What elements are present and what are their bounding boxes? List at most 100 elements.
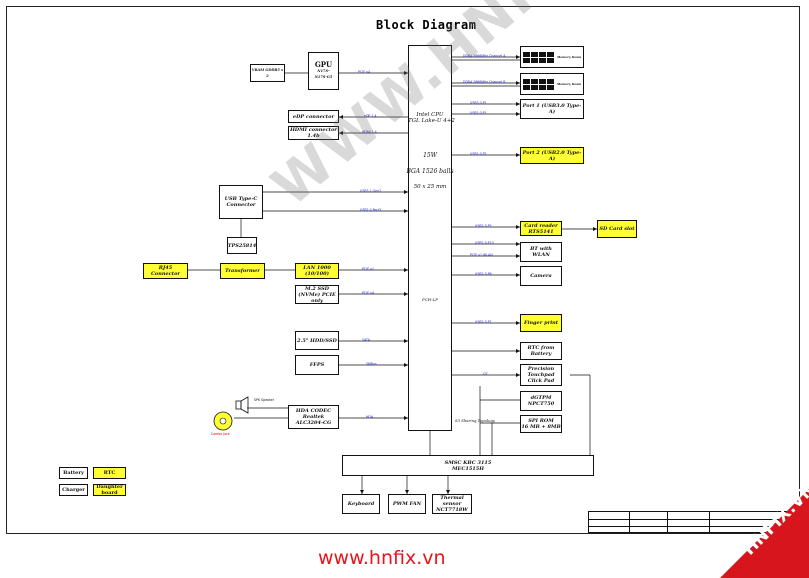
usb30-port-label: Port 1 (USB3.0 Type-A) (522, 103, 582, 115)
cpu-block (408, 45, 452, 431)
gpu-sub2: N17S-G5 (314, 75, 333, 79)
keyboard-label: Keyboard (347, 501, 375, 507)
gsensor-block: FFPS (295, 355, 339, 375)
net-label: USB3.1 Gen2 (360, 189, 382, 193)
net-label: PCIE x1 WLAN (470, 253, 493, 257)
legend-rtc: RTC (93, 467, 126, 479)
net-label: USB2.0 P5 (475, 224, 492, 228)
edp-label: eDP connector (292, 113, 335, 120)
legend-charger: Charger (59, 484, 88, 496)
thermal-block: Thermal sensor NCT7718W (432, 494, 472, 514)
spi-rom-label2: 16 MB + 8MB (521, 424, 561, 430)
gpu-sub1: N17S- (317, 69, 330, 73)
hnfix-logo: HNFIX.VN (720, 479, 809, 578)
cpu-size: 50 x 25 mm (413, 184, 447, 190)
memory-bottom-block: Memory Down (520, 73, 584, 95)
net-label: USB2.0 P2 (470, 152, 487, 156)
usb30-port-block: Port 1 (USB3.0 Type-A) (520, 99, 584, 119)
typec-block: USB Type-C Connector (219, 185, 263, 219)
title-block-col (667, 512, 668, 532)
title-block-col (629, 512, 630, 532)
hdmi-block: HDMI connector 1.4b (288, 126, 339, 140)
title-block-col (709, 512, 710, 532)
touchpad-label1: Precision (527, 366, 555, 372)
cpu-power: 15W (423, 152, 437, 159)
transformer-label: Transformer (225, 268, 260, 274)
net-label: PCIE x4 (358, 70, 371, 74)
tps-label: TPS25814 (227, 242, 257, 249)
thermal-label2: NCT7718W (436, 507, 468, 513)
net-label: I2C (483, 372, 489, 376)
combo-jack-label: Combo Jack (211, 432, 230, 436)
hdd-block: 2.5" HDD/SSD (295, 331, 339, 350)
card-reader-label2: RTS5141 (528, 228, 554, 235)
hdd-label: 2.5" HDD/SSD (297, 337, 337, 344)
net-label: SMBus (366, 362, 377, 366)
rtc-block: RTC from Battery (520, 342, 562, 360)
fan-block: PWM FAN (388, 494, 426, 514)
cpu-pch: PCH-LP (422, 297, 438, 302)
net-label: USB2.0 P7 (475, 320, 492, 324)
net-label: SATA (362, 338, 370, 342)
ec-label1: SMSC KBC 3115 (444, 459, 492, 466)
net-label: DDR4 2666MHz Channel B (463, 80, 506, 84)
memory-top-label: Memory Down (557, 55, 582, 59)
rtc-label: RTC from Battery (527, 345, 555, 357)
fan-label: PWM FAN (392, 501, 422, 507)
legend-charger-label: Charger (62, 487, 85, 493)
usb20-port-block: Port 2 (USB2.0 Type-A) (520, 147, 584, 164)
gpu-title: GPU (314, 60, 333, 69)
ec-label2: MEC1515H (452, 465, 484, 472)
legend-daughter-label: Daughter board (96, 484, 123, 496)
card-reader-block: Card reader RTS5141 (520, 221, 562, 236)
sd-slot-label: SD Card slot (599, 226, 635, 232)
lan-label: LAN 1000 (10/100) (303, 265, 331, 277)
net-label: DDR4 2666MHz Channel A (463, 54, 506, 58)
tpm-label1: dGTPM (530, 395, 552, 401)
footer-url[interactable]: www.hnfix.vn (318, 547, 446, 569)
sheet-frame (6, 6, 800, 534)
camera-label: Camera (530, 273, 552, 279)
net-label: USB2.0 P6 (475, 272, 492, 276)
fingerprint-block: Finger print (520, 314, 562, 332)
m2-ssd-label: M.2 SSD (NVMe) PCIE only (298, 285, 336, 304)
bt-label: BT with WLAN (530, 246, 552, 258)
speaker-label: SPK Speaker (254, 398, 275, 402)
touchpad-label2: Touchpad (527, 372, 555, 378)
sd-slot-block: SD Card slot (597, 220, 637, 238)
vram-label: VRAM GDDR5 x 2 (251, 68, 284, 78)
thermal-label1: Thermal sensor (440, 495, 464, 507)
cpu-line1: Intel CPU (416, 112, 444, 118)
net-label: USB3.0 P1 (470, 101, 487, 105)
audio-codec-label1: HDA CODEC (295, 408, 332, 414)
s3-sharing-label: S3 Sharing Topology (455, 418, 495, 423)
card-reader-label1: Card reader (524, 222, 558, 229)
touchpad-block: Precision Touchpad Click Pad (520, 364, 562, 386)
legend-rtc-label: RTC (103, 470, 116, 476)
audio-codec-label2: Realtek ALC3204-CG (295, 414, 332, 426)
tpm-label2: NPCT750 (527, 401, 555, 407)
title-block-row (589, 519, 797, 520)
edp-block: eDP connector (288, 110, 339, 123)
transformer-block: Transformer (220, 263, 265, 279)
title-block-row (589, 526, 797, 527)
memory-bottom-label: Memory Down (557, 82, 582, 86)
lan-block: LAN 1000 (10/100) (295, 263, 339, 279)
cpu-package: BGA 1526 balls (406, 168, 454, 175)
vram-block: VRAM GDDR5 x 2 (250, 64, 285, 82)
typec-label: USB Type-C Connector (224, 196, 258, 208)
gsensor-label: FFPS (309, 362, 325, 368)
memory-top-block: Memory Down (520, 46, 584, 68)
speaker-icon (235, 396, 249, 414)
tps-block: TPS25814 (227, 237, 257, 254)
spi-rom-block: SPI ROM 16 MB + 8MB (520, 415, 562, 433)
audio-codec-block: HDA CODEC Realtek ALC3204-CG (288, 405, 339, 429)
net-label: HDMI 1.4 (362, 130, 377, 134)
tpm-block: dGTPM NPCT750 (520, 391, 562, 411)
legend-daughter: Daughter board (93, 484, 126, 496)
hdmi-label: HDMI connector 1.4b (290, 127, 337, 139)
net-label: eDP 1.4 (364, 114, 377, 118)
rj45-label: RJ45 Connector (150, 265, 181, 277)
